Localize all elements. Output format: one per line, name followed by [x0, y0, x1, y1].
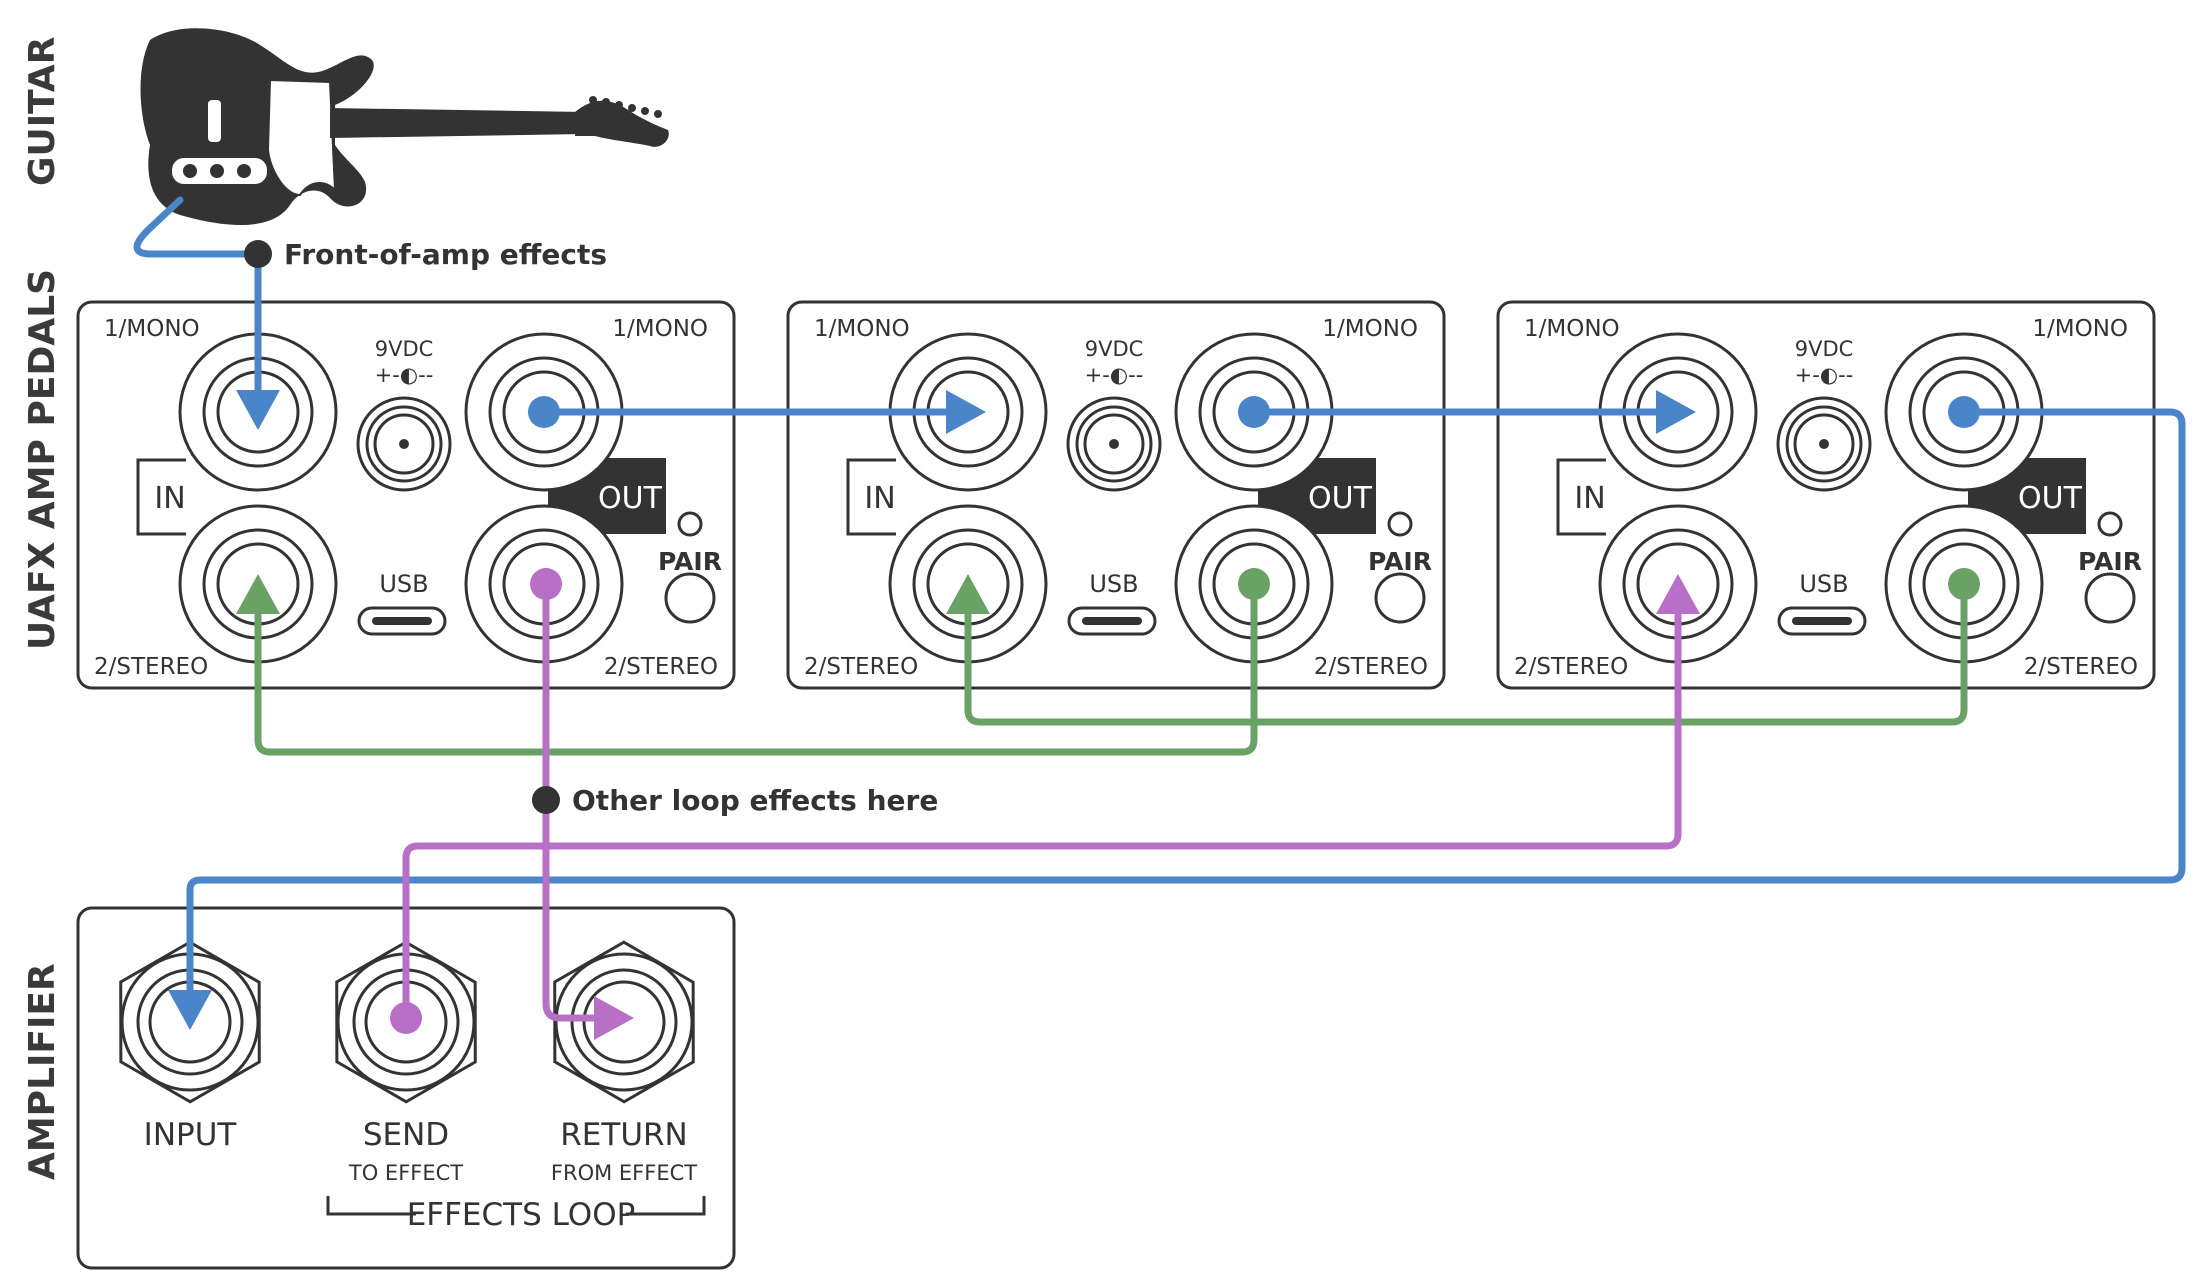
stereo-cable-p3-p2 — [964, 580, 1968, 726]
junction-front-of-amp: Front-of-amp effects — [244, 238, 607, 271]
guitar-icon — [140, 28, 669, 226]
side-label-guitar: GUITAR — [22, 36, 63, 186]
junction-dot-icon — [244, 240, 272, 268]
out-label: OUT — [598, 481, 663, 516]
in-label: IN — [154, 481, 185, 516]
amp-return-sub: FROM EFFECT — [551, 1161, 697, 1185]
pair-label: PAIR — [658, 547, 722, 576]
arrow-icon — [946, 574, 990, 614]
power-label: 9VDC — [1085, 337, 1144, 361]
in-bracket — [846, 458, 896, 536]
out-mono-label: 1/MONO — [612, 316, 708, 342]
amp-send-label: SEND — [363, 1117, 449, 1153]
pair-led-icon — [677, 511, 703, 537]
pair-button-icon[interactable] — [1374, 572, 1426, 624]
dc-jack-icon[interactable] — [1776, 396, 1872, 492]
pair-label: PAIR — [2078, 547, 2142, 576]
effects-loop-bracket-right — [626, 1196, 706, 1216]
junction-other-loop: Other loop effects here — [532, 784, 938, 817]
out-dot-p3 — [1948, 396, 1980, 428]
effects-loop-bracket-left — [326, 1196, 416, 1216]
junction-dot-icon — [532, 786, 560, 814]
pair-button-icon[interactable] — [664, 572, 716, 624]
pair-label: PAIR — [1368, 547, 1432, 576]
power-label: 9VDC — [375, 337, 434, 361]
arrow-icon — [1656, 574, 1700, 614]
arrow-icon — [236, 574, 280, 614]
effects-loop-label: EFFECTS LOOP — [407, 1197, 636, 1233]
in-label: IN — [864, 481, 895, 516]
mono-cable-p3-amp — [186, 408, 2186, 1004]
loop-out-dot-p1 — [530, 568, 562, 600]
amp-input-label: INPUT — [144, 1117, 238, 1153]
in-bracket — [136, 458, 186, 536]
out-stereo-label: 2/STEREO — [2024, 654, 2138, 680]
pair-led-icon — [1387, 511, 1413, 537]
out-label: OUT — [1308, 481, 1373, 516]
power-polarity-label: +-◐-- — [1795, 363, 1854, 387]
stereo-cable-p2-p1 — [254, 580, 1258, 756]
loop-cable-p1-return — [542, 580, 602, 1022]
in-stereo-label: 2/STEREO — [804, 654, 918, 680]
out-stereo-label: 2/STEREO — [604, 654, 718, 680]
pair-led-icon — [2097, 511, 2123, 537]
in-label: IN — [1574, 481, 1605, 516]
cable-guitar-to-pedal1 — [133, 196, 262, 399]
in-mono-label: 1/MONO — [104, 316, 200, 342]
pedal-panel-3: 1/MONO 1/MONO 2/STEREO 2/STEREO 9VDC+-◐-- USB… — [1496, 300, 2156, 690]
power-polarity-label: +-◐-- — [375, 363, 434, 387]
arrow-icon — [236, 390, 280, 430]
out-dot-p2 — [1238, 396, 1270, 428]
in-bracket — [1556, 458, 1606, 536]
annotation-other-loop: Other loop effects here — [572, 784, 938, 817]
annotation-front-of-amp: Front-of-amp effects — [284, 238, 607, 271]
stereo-out-dot-p2 — [1238, 568, 1270, 600]
pedal-panel-2: 1/MONO 1/MONO 2/STEREO 2/STEREO 9VDC+-◐-- USB… — [786, 300, 1446, 690]
side-label-pedals: UAFX AMP PEDALS — [22, 269, 63, 650]
send-dot — [390, 1002, 422, 1034]
in-stereo-label: 2/STEREO — [1514, 654, 1628, 680]
in-stereo-label: 2/STEREO — [94, 654, 208, 680]
out-label: OUT — [2018, 481, 2083, 516]
arrow-icon — [594, 996, 634, 1040]
amp-send-sub: TO EFFECT — [348, 1161, 463, 1185]
out-stereo-label: 2/STEREO — [1314, 654, 1428, 680]
power-polarity-label: +-◐-- — [1085, 363, 1144, 387]
loop-cable-send-to-p3 — [402, 600, 1682, 1022]
usb-label: USB — [1089, 570, 1138, 598]
in-mono-label: 1/MONO — [814, 316, 910, 342]
out-dot-p1 — [528, 396, 560, 428]
stereo-out-dot-p3 — [1948, 568, 1980, 600]
signal-cables — [168, 250, 2186, 1040]
out-mono-label: 1/MONO — [1322, 316, 1418, 342]
arrow-icon — [1656, 390, 1696, 434]
dc-jack-icon[interactable] — [356, 396, 452, 492]
pedal-panel-1: 1/MONO 1/MONO 2/STEREO 2/STEREO 9VDC+-◐-- USB… — [76, 300, 736, 690]
pair-button-icon[interactable] — [2084, 572, 2136, 624]
side-label-amplifier: AMPLIFIER — [22, 963, 63, 1180]
amp-return-label: RETURN — [560, 1117, 687, 1153]
out-mono-label: 1/MONO — [2032, 316, 2128, 342]
usb-label: USB — [379, 570, 428, 598]
arrow-icon — [946, 390, 986, 434]
power-label: 9VDC — [1795, 337, 1854, 361]
arrow-icon — [168, 990, 212, 1030]
usb-label: USB — [1799, 570, 1848, 598]
dc-jack-icon[interactable] — [1066, 396, 1162, 492]
in-mono-label: 1/MONO — [1524, 316, 1620, 342]
